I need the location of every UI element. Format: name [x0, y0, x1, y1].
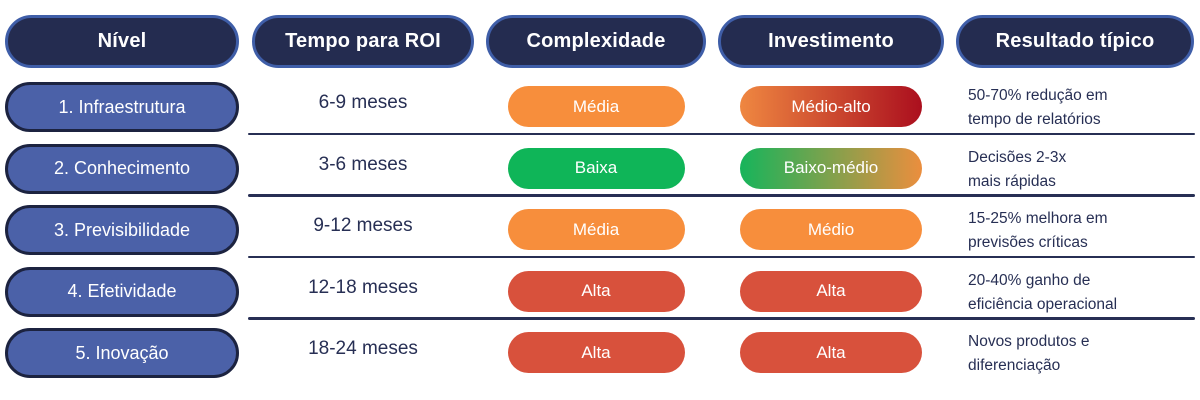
investment-pill: Alta [740, 332, 922, 373]
complexity-pill: Média [507, 86, 685, 127]
roi-time-text: 9-12 meses [313, 215, 413, 236]
table-row: 4. Efetividade 12-18 meses Alta Alta 20-… [0, 266, 1200, 329]
header-pill-tempo-roi: Tempo para ROI [252, 15, 474, 68]
header-cell-complexidade: Complexidade [480, 15, 712, 68]
header-cell-resultado: Resultado típico [950, 15, 1200, 68]
roi-time-text: 12-18 meses [308, 276, 418, 298]
level-pill: 1. Infraestrutura [5, 82, 239, 132]
level-pill: 4. Efetividade [5, 266, 239, 317]
result-text: Decisões 2-3x mais rápidas [968, 148, 1067, 190]
investment-pill: Baixo-médio [740, 147, 922, 189]
level-pill: 5. Inovação [5, 328, 239, 378]
table-header: Nível Tempo para ROI Complexidade Invest… [0, 15, 1200, 68]
header-pill-complexidade: Complexidade [486, 15, 706, 68]
complexity-pill: Alta [507, 270, 685, 312]
table-row: 1. Infraestrutura 6-9 meses Média Médio-… [0, 82, 1200, 144]
complexity-pill: Baixa [507, 147, 685, 189]
level-pill: 3. Previsibilidade [5, 205, 239, 255]
header-pill-resultado: Resultado típico [956, 15, 1194, 68]
header-cell-tempo-roi: Tempo para ROI [246, 15, 480, 68]
table-row: 5. Inovação 18-24 meses Alta Alta Novos … [0, 328, 1200, 390]
result-text: Novos produtos e diferenciação [968, 333, 1090, 374]
header-pill-investimento: Investimento [718, 15, 944, 68]
header-cell-investimento: Investimento [712, 15, 950, 68]
investment-pill: Alta [740, 270, 922, 312]
complexity-pill: Alta [507, 332, 685, 373]
level-pill: 2. Conhecimento [5, 143, 239, 194]
complexity-pill: Média [507, 209, 685, 250]
table-row: 2. Conhecimento 3-6 meses Baixa Baixo-mé… [0, 143, 1200, 206]
investment-pill: Médio-alto [740, 86, 922, 127]
result-text: 20-40% ganho de eficiência operacional [968, 271, 1118, 313]
roi-time-text: 18-24 meses [308, 338, 418, 359]
header-pill-nivel: Nível [5, 15, 239, 68]
roi-time-text: 3-6 meses [318, 153, 408, 175]
header-cell-nivel: Nível [0, 15, 246, 68]
result-text: 50-70% redução em tempo de relatórios [968, 87, 1108, 128]
roi-time-text: 6-9 meses [318, 92, 408, 113]
investment-pill: Médio [740, 209, 922, 250]
result-text: 15-25% melhora em previsões críticas [968, 210, 1108, 251]
table-row: 3. Previsibilidade 9-12 meses Média Médi… [0, 205, 1200, 267]
